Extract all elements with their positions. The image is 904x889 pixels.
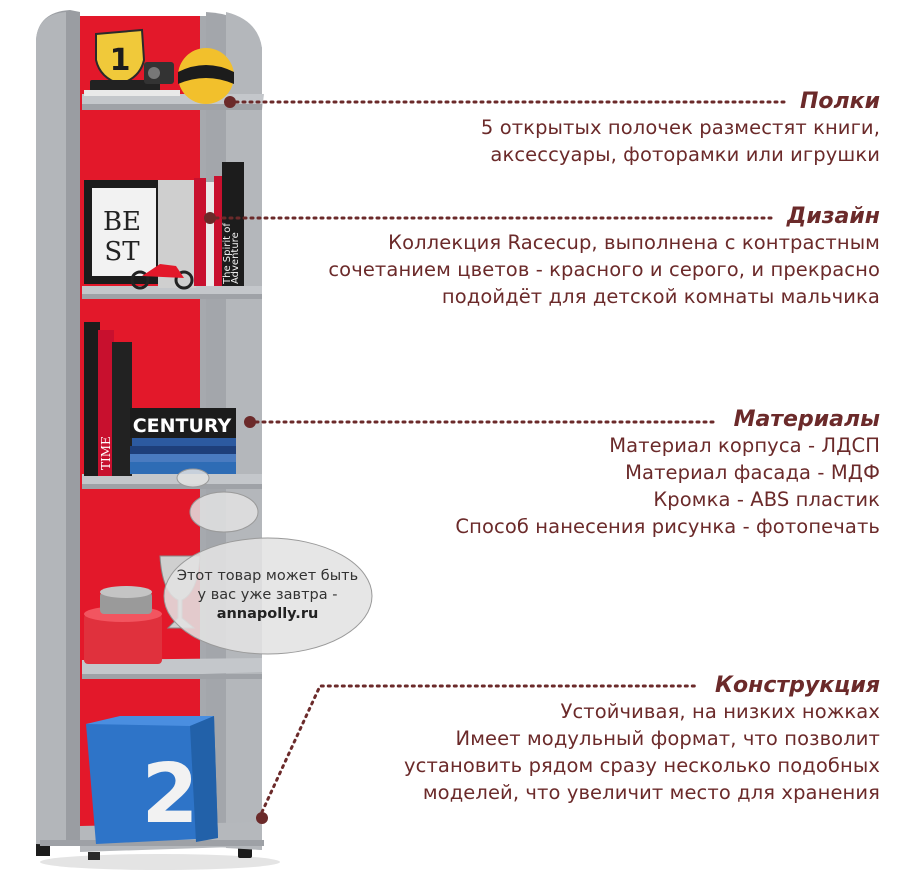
svg-text:The Spirit of: The Spirit of <box>222 223 233 285</box>
feature-line: моделей, что увеличит место для хранения <box>422 781 880 804</box>
anchor-dot-design <box>204 212 216 224</box>
anchor-dot-shelves <box>224 96 236 108</box>
svg-text:ST: ST <box>104 237 140 267</box>
promo-line-1: Этот товар может быть <box>176 568 359 584</box>
feature-line: аксессуары, фоторамки или игрушки <box>490 143 880 166</box>
feature-line: Материал фасада - МДФ <box>625 461 880 484</box>
leader-lines <box>214 100 788 814</box>
svg-text:TIME: TIME <box>99 436 113 470</box>
svg-text:1: 1 <box>110 43 131 78</box>
feature-title: Конструкция <box>715 673 880 698</box>
feature-line: сочетанием цветов - красного и серого, и… <box>328 258 880 281</box>
promo-bubble <box>163 537 373 655</box>
shelf-3-items: TIME CENTURY <box>84 322 236 476</box>
storage-box: 2 <box>86 716 218 844</box>
feature-title: Материалы <box>733 407 880 432</box>
feature-materials: Материалы Материал корпуса - ЛДСП Матери… <box>455 408 880 540</box>
svg-text:BE: BE <box>103 207 141 237</box>
anchor-dot-construction <box>256 812 268 824</box>
feature-title: Дизайн <box>786 204 880 229</box>
feature-line: Коллекция Racecup, выполнена с контрастн… <box>388 231 880 254</box>
feature-construction: Конструкция Устойчивая, на низких ножках… <box>404 674 880 806</box>
feature-line: установить рядом сразу несколько подобны… <box>404 754 880 777</box>
feature-line: Устойчивая, на низких ножках <box>560 700 880 723</box>
feature-line: Кромка - ABS пластик <box>653 488 880 511</box>
shelf-1-items: 1 <box>84 28 234 104</box>
feature-line: Материал корпуса - ЛДСП <box>609 434 880 457</box>
svg-text:CENTURY: CENTURY <box>133 415 232 437</box>
feature-line: 5 открытых полочек разместят книги, <box>480 116 880 139</box>
promo-text: Этот товар может быть у вас уже завтра -… <box>160 567 375 624</box>
promo-bubble-tail-1 <box>189 491 259 533</box>
svg-text:Adventure: Adventure <box>230 232 241 284</box>
promo-line-2: у вас уже завтра - <box>197 587 338 603</box>
feature-title: Полки <box>800 89 880 114</box>
shelf-2-items: BE ST Adventure The Spirit of <box>84 162 244 290</box>
anchor-dot-materials <box>244 416 256 428</box>
feature-line: Способ нанесения рисунка - фотопечать <box>455 515 880 538</box>
promo-site-link[interactable]: annapolly.ru <box>216 606 319 622</box>
promo-bubble-tail-2 <box>176 468 210 488</box>
feature-line: Имеет модульный формат, что позволит <box>455 727 880 750</box>
feature-line: подойдёт для детской комнаты мальчика <box>441 285 880 308</box>
feature-design: Дизайн Коллекция Racecup, выполнена с ко… <box>328 205 880 310</box>
leg-back-right <box>88 852 100 860</box>
feature-shelves: Полки 5 открытых полочек разместят книги… <box>481 90 880 168</box>
svg-text:2: 2 <box>141 747 198 842</box>
